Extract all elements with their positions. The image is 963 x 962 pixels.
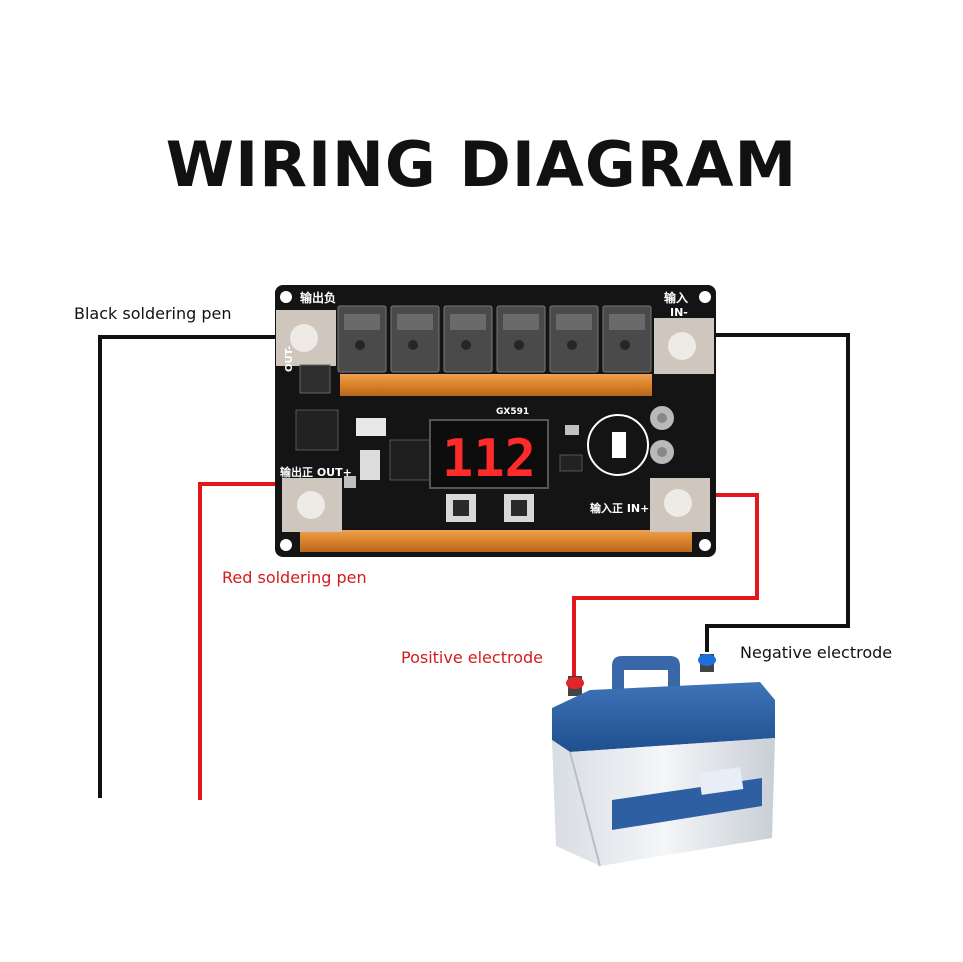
red-wire-positive bbox=[572, 493, 759, 684]
black-soldering-pen-label: Black soldering pen bbox=[74, 304, 232, 323]
board-label-in-negative: IN- bbox=[670, 306, 688, 319]
black-wire-pen bbox=[98, 335, 290, 798]
terminal-out-positive bbox=[282, 478, 342, 532]
positive-electrode-label: Positive electrode bbox=[401, 648, 543, 667]
red-wire-pen bbox=[198, 482, 296, 800]
negative-electrode-label: Negative electrode bbox=[740, 643, 893, 662]
board-button-right bbox=[504, 494, 534, 522]
board-display: 112 bbox=[442, 429, 536, 489]
terminal-out-negative bbox=[276, 310, 336, 366]
board-label-out-negative: 输出负 bbox=[300, 290, 336, 305]
board-label-in-cn: 输入 bbox=[664, 290, 688, 305]
terminal-in-negative bbox=[654, 318, 714, 374]
board-model: GX591 bbox=[496, 407, 529, 417]
page-title: WIRING DIAGRAM bbox=[165, 128, 798, 201]
red-soldering-pen-label: Red soldering pen bbox=[222, 568, 367, 587]
positive-terminal-icon bbox=[566, 677, 584, 689]
board-label-in-positive: 输入正 IN+ bbox=[590, 501, 649, 515]
spot-welder-board: 112 输出负 输入 IN- 输出正 OUT+ 输入正 IN+ GX591 OU… bbox=[275, 285, 716, 557]
negative-terminal-icon bbox=[698, 654, 716, 666]
car-battery bbox=[552, 654, 775, 867]
terminal-in-positive bbox=[650, 478, 710, 532]
board-label-out-positive: 输出正 OUT+ bbox=[280, 465, 352, 479]
black-wire-negative bbox=[696, 333, 850, 652]
board-label-out-side: OUT- bbox=[284, 346, 295, 372]
board-button-left bbox=[446, 494, 476, 522]
